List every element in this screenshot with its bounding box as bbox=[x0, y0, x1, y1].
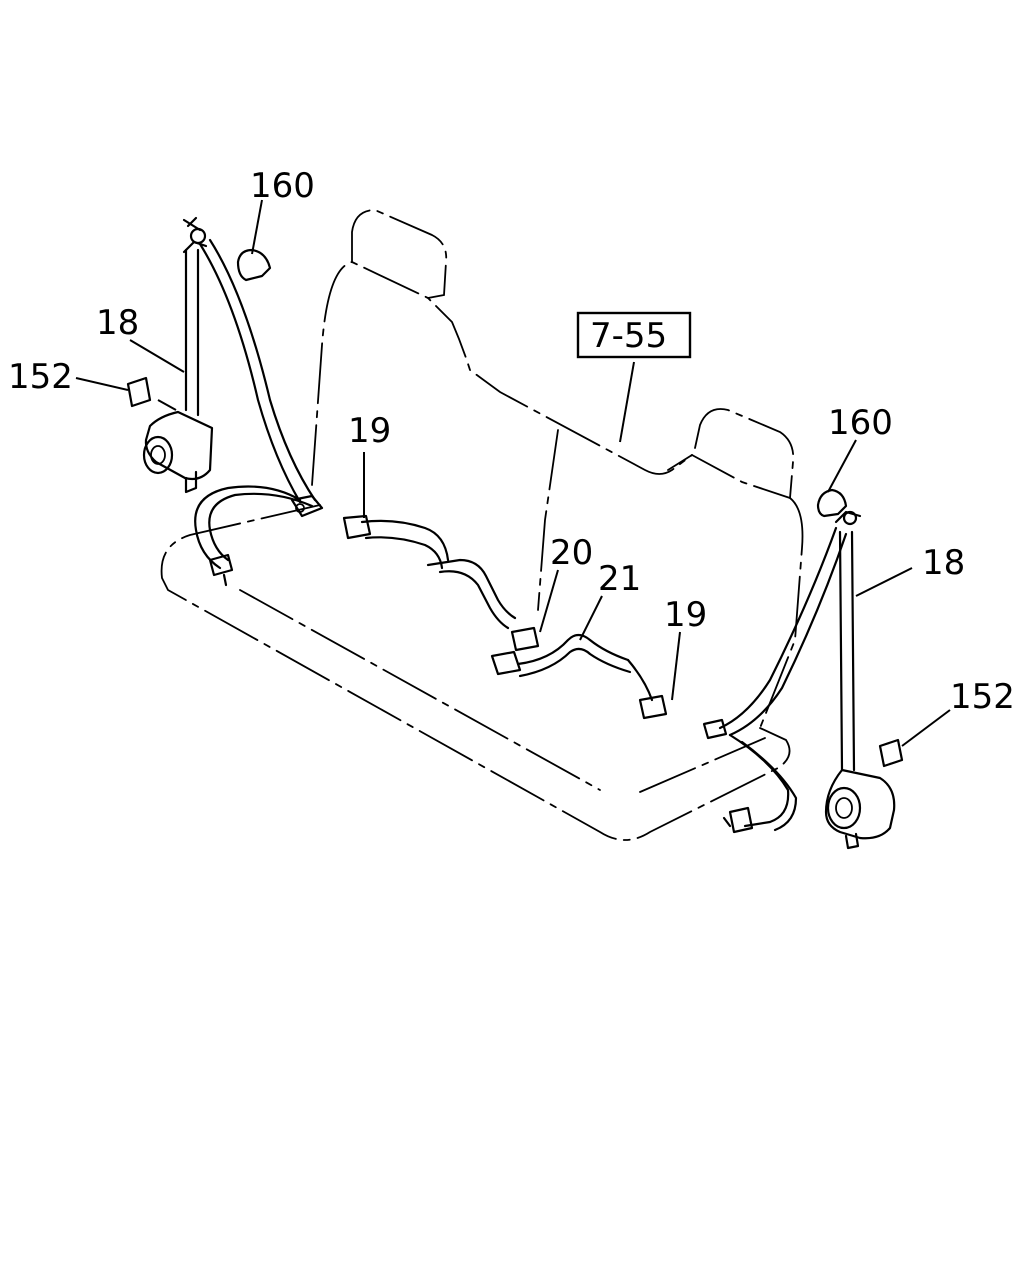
seat-cushion-right-edge bbox=[639, 737, 766, 793]
label-buckle-right: 19 bbox=[664, 595, 707, 635]
label-retractor-belt-right: 18 bbox=[922, 543, 965, 583]
label-center-belt: 21 bbox=[598, 559, 641, 599]
seat-back-center-seam bbox=[537, 429, 559, 611]
left-clip bbox=[126, 376, 152, 408]
seat-back-outline bbox=[311, 261, 693, 486]
seat-reference-box bbox=[576, 311, 692, 359]
right-headrest bbox=[691, 408, 795, 500]
left-retractor-assembly bbox=[142, 216, 324, 587]
label-clip-right: 152 bbox=[950, 677, 1015, 717]
center-belt-assembly bbox=[342, 514, 668, 720]
label-anchor-cover-right: 160 bbox=[828, 403, 893, 443]
label-buckle-left: 19 bbox=[348, 411, 391, 451]
seat-outline bbox=[160, 209, 804, 841]
right-shoulder bbox=[667, 454, 693, 471]
right-retractor-assembly bbox=[702, 510, 896, 850]
label-center-buckle: 20 bbox=[550, 533, 593, 573]
left-headrest bbox=[351, 209, 448, 299]
seat-back-right-side bbox=[759, 497, 804, 729]
label-anchor-cover-left: 160 bbox=[250, 166, 315, 206]
label-seat-reference: 7-55 bbox=[590, 316, 667, 356]
label-retractor-belt-left: 18 bbox=[96, 303, 139, 343]
right-anchor-cover bbox=[816, 488, 848, 518]
seat-cushion-outline bbox=[160, 504, 791, 841]
left-anchor-cover bbox=[236, 248, 272, 282]
label-clip-left: 152 bbox=[8, 357, 73, 397]
leader-lines bbox=[75, 199, 951, 747]
right-clip bbox=[878, 738, 904, 768]
seat-cushion-front-edge bbox=[239, 589, 601, 791]
